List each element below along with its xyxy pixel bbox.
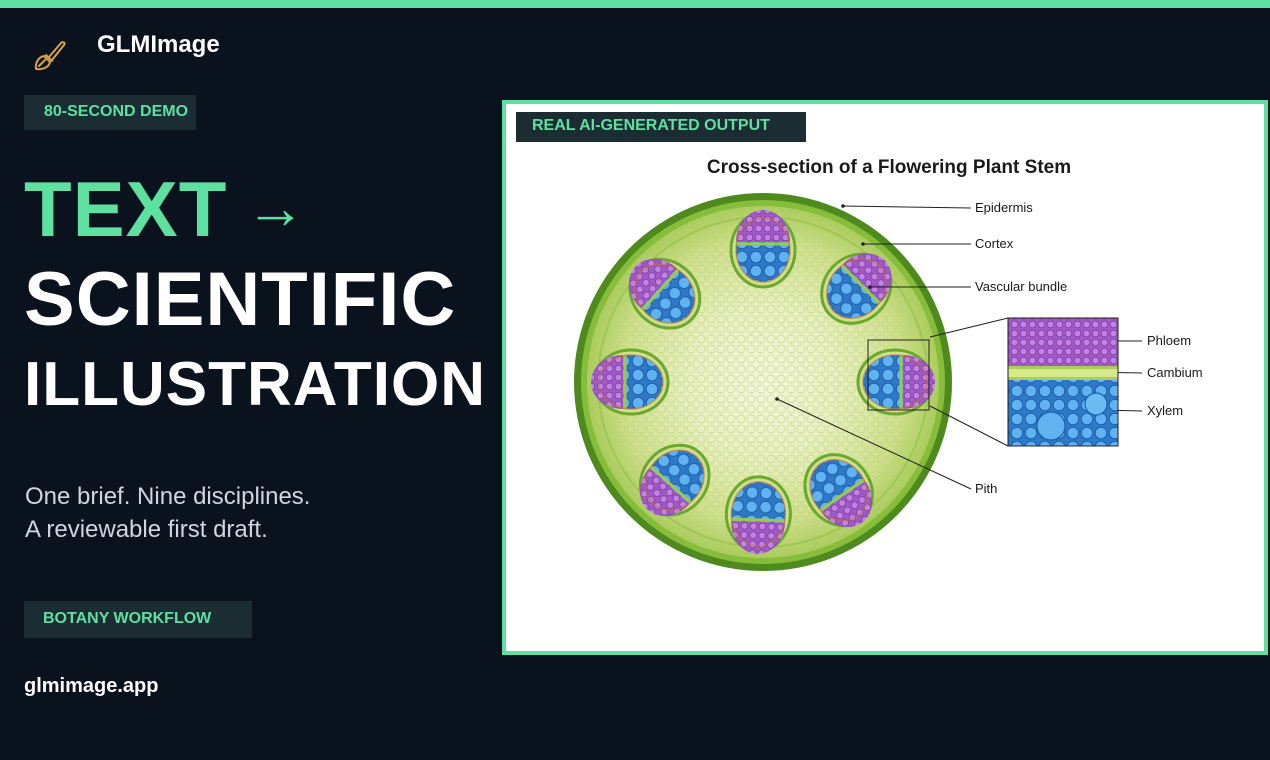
brush-icon	[34, 41, 66, 71]
label-vascular-bundle: Vascular bundle	[975, 279, 1067, 294]
demo-badge: 80-SECOND DEMO	[24, 95, 196, 130]
headline-line-2: SCIENTIFIC	[24, 257, 457, 342]
vascular-bundle	[591, 348, 670, 416]
output-panel: Cross-section of a Flowering Plant Stem	[502, 100, 1268, 655]
vascular-bundle	[724, 475, 792, 554]
headline-line-3: ILLUSTRATION	[24, 350, 487, 419]
vascular-bundle	[628, 257, 702, 330]
plant-stem-illustration: Cross-section of a Flowering Plant Stem	[574, 157, 1203, 571]
illustration-title: Cross-section of a Flowering Plant Stem	[707, 157, 1071, 178]
headline-text: TEXT	[24, 165, 228, 253]
workflow-badge: BOTANY WORKFLOW	[24, 601, 252, 638]
label-phloem: Phloem	[1147, 333, 1191, 348]
brand-name: GLMImage	[97, 31, 220, 58]
right-arrow-icon: →	[245, 174, 307, 241]
top-accent-bar	[0, 0, 1270, 8]
vascular-bundles	[591, 210, 935, 554]
headline-line-1: TEXT →	[24, 164, 306, 255]
label-epidermis: Epidermis	[975, 200, 1033, 215]
vascular-bundle	[638, 443, 711, 517]
label-pith: Pith	[975, 481, 997, 496]
label-cortex: Cortex	[975, 236, 1014, 251]
output-badge: REAL AI-GENERATED OUTPUT	[516, 112, 806, 142]
tagline-line-1: One brief. Nine disciplines.	[25, 483, 311, 510]
tagline-line-2: A reviewable first draft.	[25, 516, 268, 543]
site-url: glmimage.app	[24, 675, 159, 697]
vascular-bundle	[803, 453, 874, 528]
vascular-bundle	[820, 252, 893, 325]
label-cambium: Cambium	[1147, 365, 1203, 380]
label-xylem: Xylem	[1147, 403, 1183, 418]
tagline: One brief. Nine disciplines. A reviewabl…	[25, 480, 310, 546]
vascular-bundle	[856, 348, 935, 416]
vascular-bundle	[729, 210, 797, 289]
tissue-inset	[1008, 318, 1118, 446]
